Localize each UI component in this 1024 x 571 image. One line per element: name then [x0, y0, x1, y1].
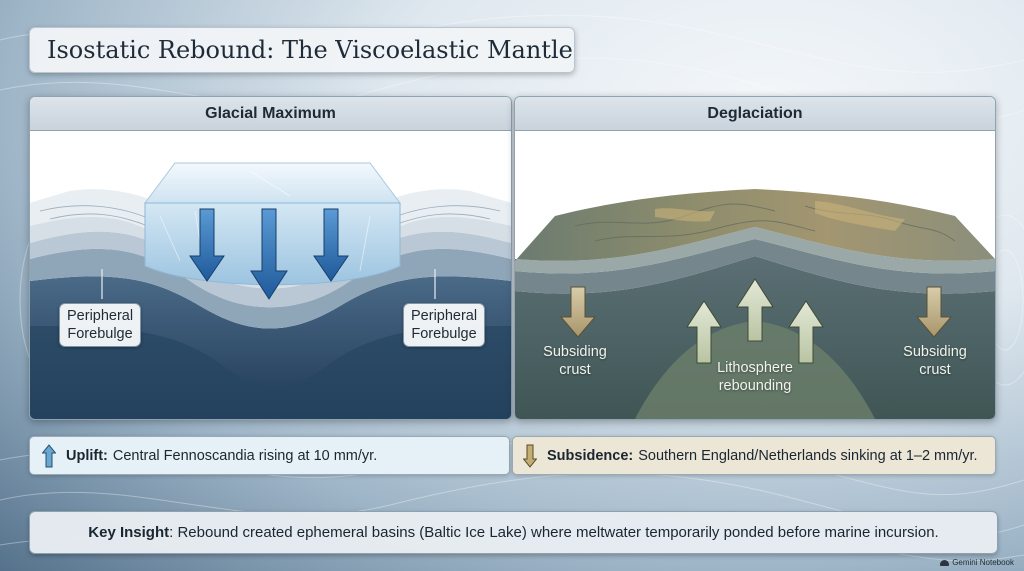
label-line: crust — [559, 362, 591, 378]
uplift-info-box: Uplift: Central Fennoscandia rising at 1… — [29, 436, 510, 475]
subsidence-info-box: Subsidence: Southern England/Netherlands… — [512, 436, 996, 475]
panel-header-glacial-maximum: Glacial Maximum — [30, 97, 511, 131]
arrow-up-icon — [42, 443, 56, 467]
subsiding-crust-right-label: Subsiding crust — [895, 343, 975, 379]
glacial-maximum-panel: Glacial Maximum — [29, 96, 512, 420]
key-insight-label: Key Insight — [88, 524, 170, 541]
key-insight-box: Key Insight : Rebound created ephemeral … — [29, 511, 998, 554]
peripheral-forebulge-left-callout: Peripheral Forebulge — [59, 303, 142, 347]
uplift-text: Central Fennoscandia rising at 10 mm/yr. — [112, 447, 378, 464]
label-line: crust — [919, 362, 951, 378]
callout-line: Forebulge — [411, 326, 477, 342]
panel-header-deglaciation: Deglaciation — [515, 97, 995, 131]
title-box: Isostatic Rebound: The Viscoelastic Mant… — [29, 27, 575, 73]
label-line: rebounding — [718, 378, 792, 394]
page-title: Isostatic Rebound: The Viscoelastic Mant… — [47, 36, 573, 64]
deglaciation-diagram — [515, 189, 995, 419]
callout-line: Peripheral — [411, 308, 478, 324]
label-line: Lithosphere — [717, 360, 793, 376]
subsiding-crust-left-label: Subsiding crust — [535, 343, 615, 379]
subsidence-text: Southern England/Netherlands sinking at … — [638, 447, 978, 464]
watermark-text: Gemini Notebook — [952, 558, 1014, 567]
lithosphere-rebounding-label: Lithosphere rebounding — [705, 359, 805, 395]
notebook-logo-icon — [940, 559, 950, 566]
arrow-down-icon — [523, 444, 537, 468]
callout-line: Forebulge — [67, 326, 133, 342]
watermark: Gemini Notebook — [940, 558, 1014, 567]
key-insight-text: : Rebound created ephemeral basins (Balt… — [169, 524, 939, 541]
glacial-maximum-diagram — [30, 162, 511, 419]
callout-line: Peripheral — [67, 308, 134, 324]
label-line: Subsiding — [903, 344, 967, 360]
label-line: Subsiding — [543, 344, 607, 360]
uplift-label: Uplift: — [66, 447, 108, 464]
deglaciation-panel: Deglaciation — [514, 96, 996, 420]
subsidence-label: Subsidence: — [547, 447, 634, 464]
peripheral-forebulge-right-callout: Peripheral Forebulge — [403, 303, 486, 347]
